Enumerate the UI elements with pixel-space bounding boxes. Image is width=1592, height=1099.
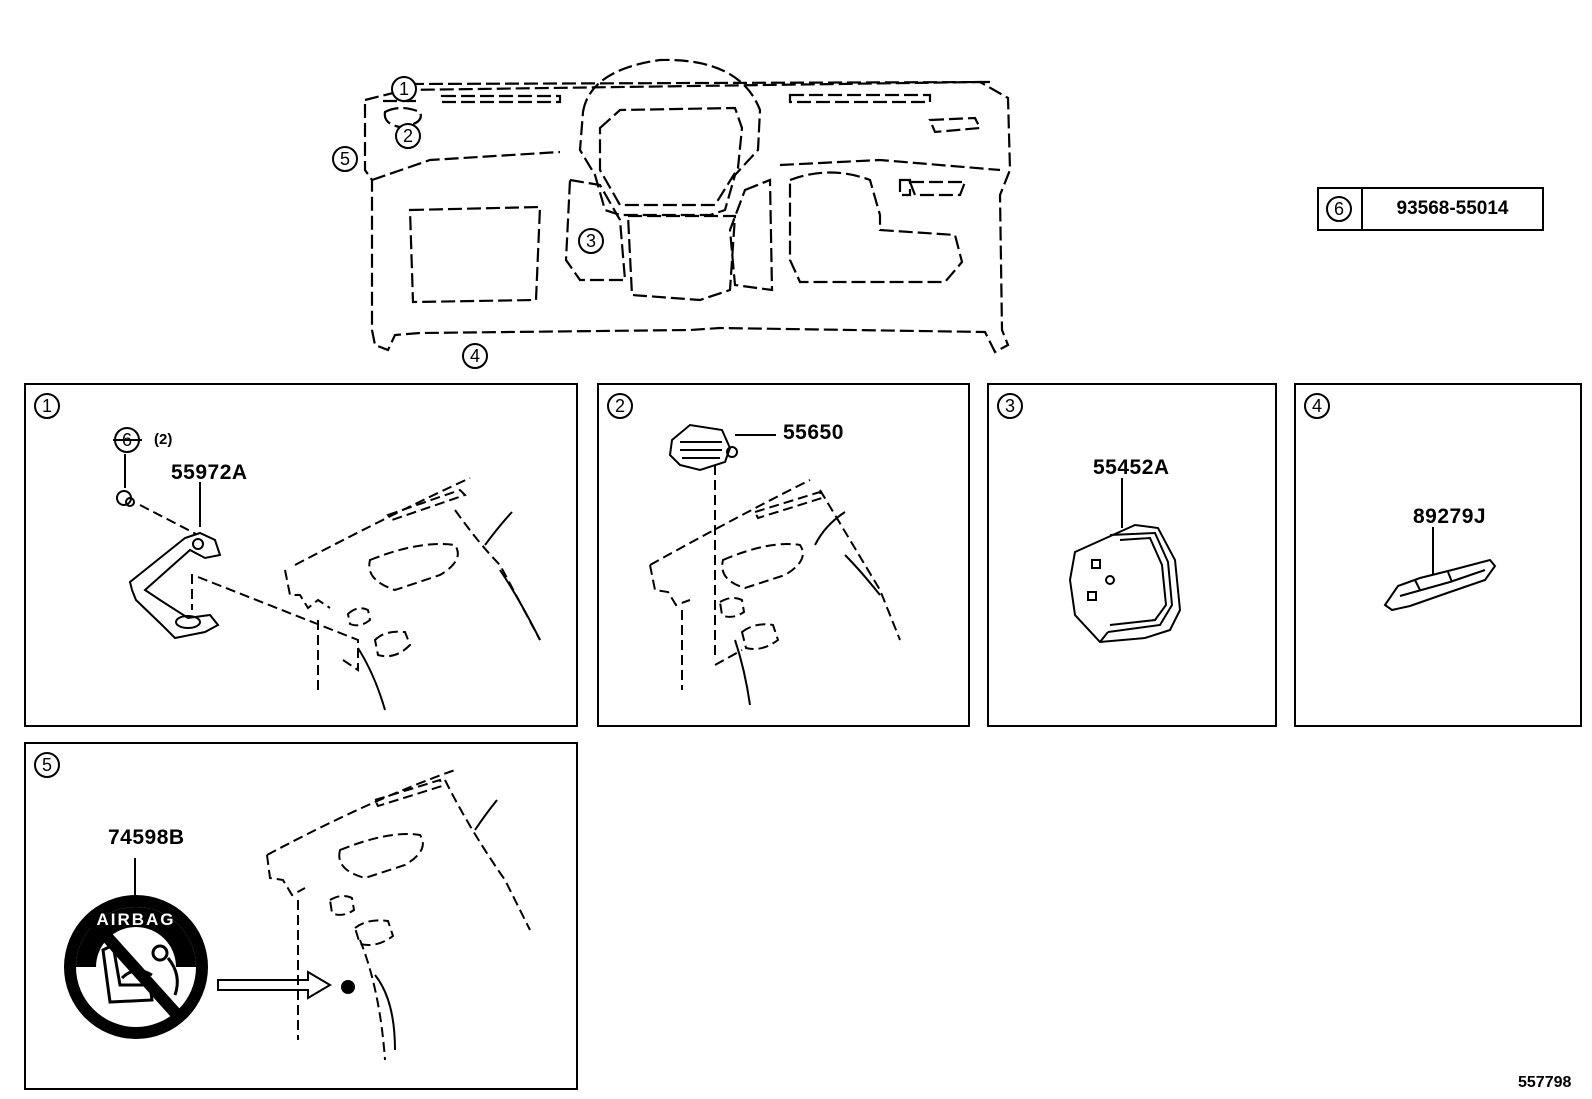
panel-2-number: 2 bbox=[607, 393, 633, 419]
panel-3: 3 55452A bbox=[987, 383, 1277, 727]
panel-5-number: 5 bbox=[34, 752, 60, 778]
panel-4-number: 4 bbox=[1304, 393, 1330, 419]
fastener-quantity: (2) bbox=[154, 431, 173, 448]
airbag-warning-label[interactable]: AIRBAG bbox=[64, 858, 208, 1039]
part-number-55650[interactable]: 55650 bbox=[783, 421, 844, 444]
airbag-label-text: AIRBAG bbox=[96, 910, 175, 929]
callout-3[interactable]: 3 bbox=[578, 228, 604, 254]
reference-table: 6 93568-55014 bbox=[1317, 187, 1544, 231]
panel-3-number: 3 bbox=[997, 393, 1023, 419]
part-number-55452a[interactable]: 55452A bbox=[1093, 456, 1170, 479]
callout-2[interactable]: 2 bbox=[395, 123, 421, 149]
callout-5[interactable]: 5 bbox=[332, 146, 358, 172]
callout-4[interactable]: 4 bbox=[462, 343, 488, 369]
part-number-89279j[interactable]: 89279J bbox=[1413, 505, 1487, 528]
ref-key: 6 bbox=[1326, 196, 1352, 222]
panel-2: 2 55650 bbox=[597, 383, 970, 727]
location-arrow bbox=[217, 970, 332, 1000]
panel-1-number: 1 bbox=[34, 393, 60, 419]
ref-part-number[interactable]: 93568-55014 bbox=[1396, 198, 1509, 219]
callout-1[interactable]: 1 bbox=[391, 76, 417, 102]
figure-id: 557798 bbox=[1518, 1074, 1572, 1091]
part-number-74598b[interactable]: 74598B bbox=[108, 826, 185, 849]
panel-4: 4 89279J bbox=[1294, 383, 1582, 727]
part-number-55972a[interactable]: 55972A bbox=[171, 461, 248, 484]
label-location-dot bbox=[341, 980, 355, 994]
